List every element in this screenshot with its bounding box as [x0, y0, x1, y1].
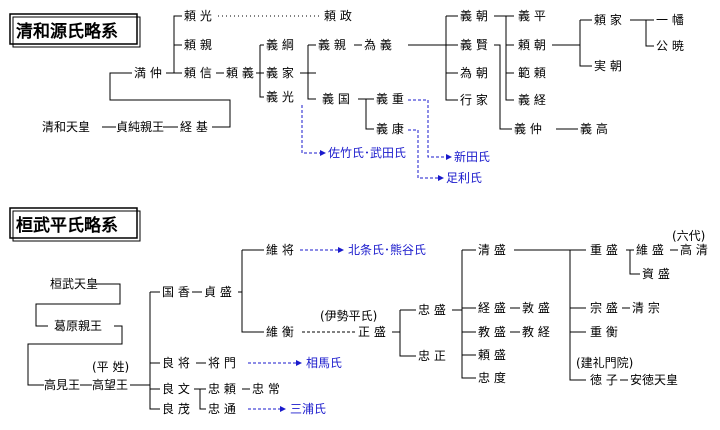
- kunika: 国 香: [162, 285, 190, 299]
- seiwa-lines: [102, 15, 654, 179]
- masamori: 正 盛: [358, 324, 386, 339]
- kanmu-lines: [27, 249, 678, 410]
- arrow-hojo: [338, 247, 344, 253]
- kanmu-tenno: 桓武天皇: [50, 276, 98, 291]
- arrow-satake: [320, 150, 326, 156]
- tadatsune: 忠 常: [252, 382, 280, 396]
- kanmu-title: 桓武平氏略系: [16, 215, 118, 236]
- tokuko: 徳 子: [590, 372, 618, 387]
- kiyomori: 清 盛: [478, 242, 506, 257]
- satake-takeda-clan: 佐竹氏･武田氏: [328, 146, 406, 160]
- ichiman: 一 幡: [656, 12, 684, 27]
- tametomo: 為 朝: [460, 66, 488, 80]
- yoshikuni: 義 国: [322, 91, 350, 106]
- tsunemori: 経 盛: [478, 300, 506, 315]
- yoshishige-k: 良 茂: [162, 401, 190, 416]
- tsunemoto: 経 基: [180, 120, 208, 134]
- arrow-nitta: [446, 154, 452, 160]
- takakiyo: 高 清: [680, 242, 708, 257]
- yoshifumi: 良 文: [162, 381, 190, 396]
- seiwa-title-box: [9, 13, 138, 45]
- koremori: 維 盛: [636, 242, 664, 257]
- soma-clan: 相馬氏: [306, 356, 342, 370]
- yoshiie: 義 家: [266, 65, 294, 80]
- seiwa-names: 清和天皇 貞純親王 経 基 満 仲 頼 光 頼 政 頼 親 頼 信 頼 義 義 …: [42, 8, 684, 185]
- shigehira: 重 衡: [590, 325, 618, 339]
- takami: 高見王: [44, 377, 80, 392]
- atsumori: 敦 盛: [522, 300, 550, 315]
- yoriie: 頼 家: [594, 12, 622, 27]
- kazurahara: 葛原親王: [54, 319, 102, 333]
- seiwa-title: 清和源氏略系: [16, 21, 118, 42]
- tadamori: 忠 盛: [418, 302, 446, 317]
- yorimasa: 頼 政: [324, 9, 352, 23]
- kanmu-title-shadow: [12, 210, 141, 242]
- takamochi: 高望王: [92, 377, 128, 392]
- yoshichika: 義 親: [318, 37, 346, 52]
- munemori: 宗 盛: [590, 300, 618, 315]
- kanmu-title-box: [9, 207, 138, 239]
- yoshitaka: 義 高: [580, 121, 608, 136]
- shigemori: 重 盛: [590, 242, 618, 257]
- yoshihira: 義 平: [518, 8, 546, 23]
- yorimitsu: 頼 光: [184, 9, 212, 23]
- kanmu-names: 桓武天皇 葛原親王 (平 姓) 高見王 高望王 国 香 貞 盛 維 将 北条氏･…: [44, 229, 708, 416]
- arrow-soma: [296, 360, 302, 366]
- sanetomo: 実 朝: [594, 58, 622, 73]
- kiyomune: 清 宗: [632, 300, 660, 315]
- rokudai: (六代): [672, 229, 705, 243]
- koremochi: 維 将: [266, 243, 294, 257]
- norimori: 教 盛: [478, 324, 506, 339]
- yorichika: 頼 親: [184, 38, 212, 52]
- kenreimonin: (建礼門院): [576, 355, 633, 370]
- yoshiyasu: 義 康: [376, 121, 404, 136]
- yoriyoshi: 頼 義: [226, 65, 254, 80]
- sadamori: 貞 盛: [204, 284, 232, 299]
- tadayori: 忠 頼: [208, 382, 236, 396]
- tadamasa: 忠 正: [418, 349, 446, 363]
- antoku: 安徳天皇: [630, 372, 678, 387]
- ise-heishi: (伊勢平氏): [320, 308, 377, 323]
- tadanori: 忠 度: [478, 370, 506, 385]
- yoshimitsu: 義 光: [266, 89, 294, 104]
- tameyoshi: 為 義: [364, 37, 392, 52]
- yorinobu: 頼 信: [184, 66, 212, 80]
- yoshishige: 義 重: [376, 91, 404, 106]
- arrow-miura: [280, 406, 286, 412]
- noritsune: 教 経: [522, 324, 550, 339]
- yoshitsune: 義 経: [518, 92, 546, 107]
- yukiie: 行 家: [460, 92, 488, 107]
- miura-clan: 三浦氏: [290, 402, 326, 416]
- hojo-kumagai-clan: 北条氏･熊谷氏: [348, 242, 426, 257]
- yoshitsuna: 義 綱: [266, 37, 294, 52]
- yorimori: 頼 盛: [478, 347, 506, 362]
- yoshimochi: 良 将: [162, 355, 190, 370]
- sadazumi: 貞純親王: [116, 120, 164, 134]
- yoritomo: 頼 朝: [518, 38, 546, 52]
- kugyo: 公 暁: [656, 39, 684, 53]
- ashikaga-clan: 足利氏: [446, 171, 482, 185]
- masakado: 将 門: [208, 356, 236, 370]
- yoshikata: 義 賢: [460, 37, 488, 52]
- yoshitomo: 義 朝: [460, 8, 488, 23]
- seiwa-title-shadow: [12, 16, 141, 48]
- korehira: 維 衡: [266, 325, 294, 339]
- seiwa-tenno: 清和天皇: [42, 120, 90, 134]
- mitsunaka: 満 仲: [134, 66, 162, 80]
- taira-sei: (平 姓): [92, 360, 129, 374]
- sukemori: 資 盛: [642, 266, 670, 281]
- noriyori: 範 頼: [518, 65, 546, 80]
- nitta-clan: 新田氏: [454, 149, 490, 164]
- arrow-ashikaga: [438, 175, 444, 181]
- tadamichi: 忠 通: [208, 402, 236, 416]
- yoshinaka: 義 仲: [514, 121, 542, 136]
